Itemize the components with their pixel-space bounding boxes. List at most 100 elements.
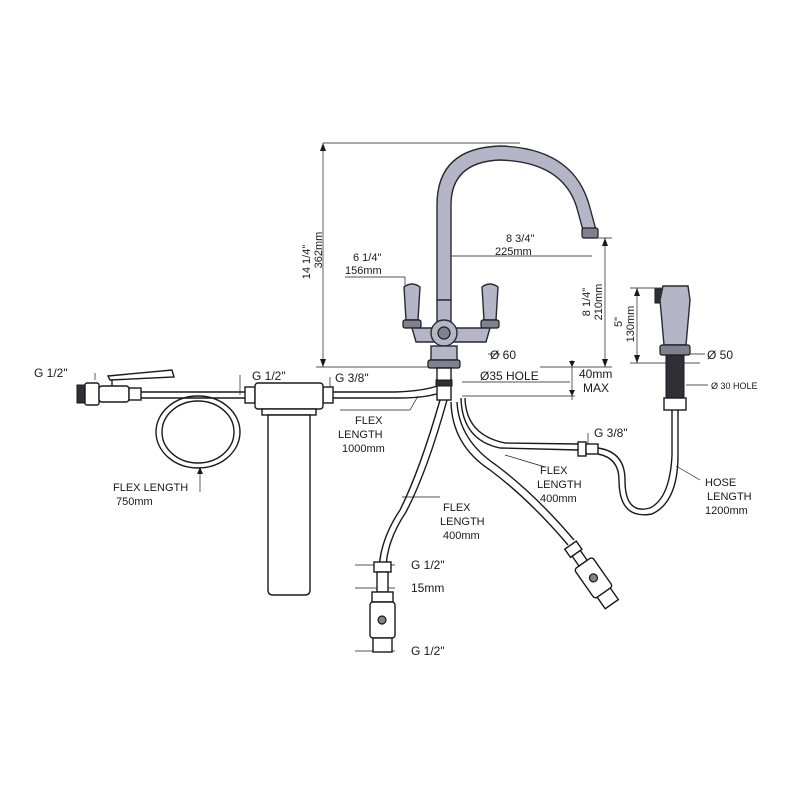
label-flex-1000-b: LENGTH bbox=[338, 429, 383, 441]
label-flex-400a-c: 400mm bbox=[443, 530, 480, 542]
label-height-mm: 362mm bbox=[313, 232, 325, 269]
filter-inlet-nut bbox=[244, 386, 256, 404]
label-spray-mm: 130mm bbox=[625, 306, 637, 343]
lower-valve-screw bbox=[377, 615, 387, 625]
label-hose-b: LENGTH bbox=[707, 491, 752, 503]
label-spray-conn: G 3/8" bbox=[594, 426, 628, 440]
spray-shank-nut bbox=[663, 397, 687, 411]
centre-hub-cap bbox=[437, 326, 451, 340]
label-hole: Ø35 HOLE bbox=[480, 369, 539, 383]
valve-outlet bbox=[128, 387, 142, 401]
spray-connector-nut-a bbox=[577, 441, 587, 457]
spray-handle bbox=[659, 285, 691, 346]
label-reach-in: 8 3/4" bbox=[506, 233, 534, 245]
lower-valve-neck bbox=[376, 571, 389, 593]
dimension-lines bbox=[94, 142, 708, 652]
labels: 14 1/4" 362mm 6 1/4" 156mm 8 3/4" 225mm … bbox=[34, 232, 758, 658]
filter-collar bbox=[261, 408, 317, 416]
label-spray-in: 5" bbox=[613, 317, 625, 327]
label-hose-a: HOSE bbox=[705, 477, 736, 489]
lower-valve-bottom-nut bbox=[372, 637, 393, 653]
arrow-base bbox=[320, 359, 326, 367]
flex-1000-top bbox=[333, 384, 441, 393]
flex-coil-inner bbox=[161, 400, 235, 464]
right-valve-screw bbox=[588, 573, 599, 583]
valve-nut bbox=[84, 382, 100, 406]
water-filter bbox=[244, 382, 334, 596]
label-flex-400b-a: FLEX bbox=[540, 465, 568, 477]
spray-handset bbox=[654, 285, 691, 411]
arrow-spray-base bbox=[634, 355, 640, 363]
filter-outlet-nut bbox=[322, 386, 334, 404]
valve-lever bbox=[106, 369, 175, 381]
label-flex-400a-b: LENGTH bbox=[440, 516, 485, 528]
shank-nut bbox=[435, 379, 453, 387]
flex-400b-left bbox=[450, 401, 569, 546]
label-filter-inlet: G 1/2" bbox=[252, 369, 286, 383]
lower-isolation-valve bbox=[369, 561, 396, 653]
label-deck-thickness: 40mm bbox=[579, 367, 612, 381]
arrow-spray-top bbox=[634, 288, 640, 296]
right-isolation-valve bbox=[563, 540, 620, 610]
right-lever bbox=[481, 283, 499, 321]
flex-400a-left bbox=[378, 399, 441, 571]
hose-1200-inner bbox=[597, 410, 679, 516]
arrow-spout-top bbox=[602, 238, 608, 246]
label-filter-outlet: G 3/8" bbox=[335, 371, 369, 385]
spray-connector bbox=[577, 441, 599, 457]
label-flex-750-a: FLEX LENGTH bbox=[113, 482, 188, 494]
filter-cartridge bbox=[267, 414, 311, 596]
label-lever-mm: 156mm bbox=[345, 265, 382, 277]
filter-head bbox=[254, 382, 324, 410]
label-flex-750-b: 750mm bbox=[116, 496, 153, 508]
arrow-spout-base bbox=[602, 359, 608, 367]
label-valve-inlet: G 1/2" bbox=[34, 366, 68, 380]
label-spout-h-mm: 210mm bbox=[593, 284, 605, 321]
left-lever bbox=[403, 283, 421, 321]
tap-base-upper bbox=[430, 345, 458, 361]
flex-coil-outer bbox=[155, 395, 241, 469]
leader-hose bbox=[675, 465, 701, 481]
valve-thread bbox=[76, 384, 86, 404]
left-lever-collar bbox=[402, 319, 422, 329]
spout-nozzle bbox=[581, 227, 599, 239]
label-g-half-upper: G 1/2" bbox=[411, 558, 445, 572]
flex-1000-bottom bbox=[333, 391, 443, 399]
label-spout-h-in: 8 1/4" bbox=[581, 288, 593, 316]
spout bbox=[436, 145, 597, 301]
arrow-top bbox=[320, 143, 326, 151]
flex-400a-right bbox=[385, 399, 448, 571]
tap-base-plate bbox=[427, 359, 461, 369]
leader-1000-b bbox=[409, 395, 419, 411]
spray-line-bottom bbox=[464, 397, 579, 445]
flex-400b-right bbox=[456, 401, 575, 541]
lower-valve-mid-nut bbox=[371, 591, 394, 603]
label-flex-1000-c: 1000mm bbox=[342, 443, 385, 455]
label-g-half-lower: G 1/2" bbox=[411, 644, 445, 658]
label-spray-hole: Ø 30 HOLE bbox=[711, 381, 758, 391]
spray-threaded-shank bbox=[665, 354, 685, 399]
label-flex-400a-a: FLEX bbox=[443, 502, 471, 514]
hose-1200-outer bbox=[597, 410, 673, 510]
pipes bbox=[140, 384, 679, 571]
lower-valve-top-nut bbox=[373, 561, 392, 573]
label-flex-400b-b: LENGTH bbox=[537, 479, 582, 491]
label-hose-c: 1200mm bbox=[705, 505, 748, 517]
right-lever-collar bbox=[480, 319, 500, 329]
spray-connector-nut-b bbox=[585, 443, 599, 455]
faucet bbox=[402, 145, 599, 401]
label-lever-in: 6 1/4" bbox=[353, 252, 381, 264]
label-spray-dia: Ø 50 bbox=[707, 348, 733, 362]
label-base-dia: Ø 60 bbox=[490, 348, 516, 362]
label-flex-400b-c: 400mm bbox=[540, 493, 577, 505]
arrow-deck-bottom bbox=[569, 390, 575, 396]
label-15mm: 15mm bbox=[411, 581, 444, 595]
spray-line-top bbox=[460, 397, 579, 451]
label-flex-1000-a: FLEX bbox=[355, 415, 383, 427]
label-deck-max: MAX bbox=[583, 381, 609, 395]
valve-body bbox=[98, 385, 130, 403]
label-reach-mm: 225mm bbox=[495, 246, 532, 258]
leader-400b bbox=[504, 454, 546, 468]
